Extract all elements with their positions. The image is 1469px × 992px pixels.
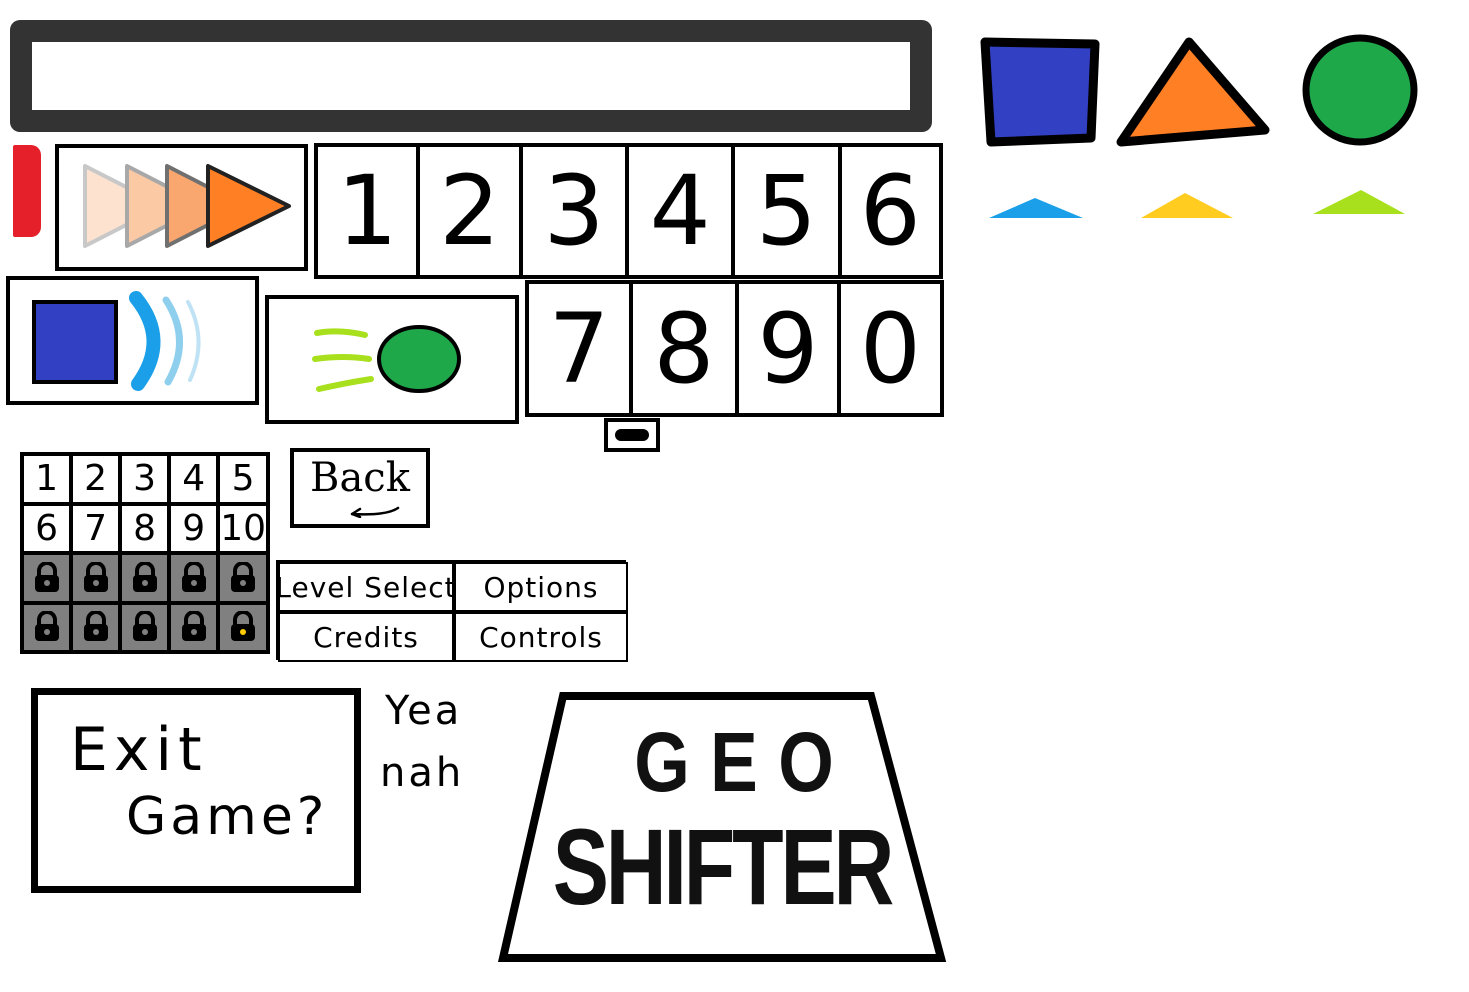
exit-dialog: Exit Game? xyxy=(31,688,361,893)
digit-row-1: 1 2 3 4 5 6 xyxy=(314,143,944,279)
minus-button[interactable] xyxy=(604,418,660,452)
digit-key-8[interactable]: 8 xyxy=(628,280,739,417)
lock-icon xyxy=(83,611,108,642)
main-menu: Level Select Options Credits Controls xyxy=(275,560,628,662)
digit-row-2: 7 8 9 0 xyxy=(525,280,944,417)
game-title-logo: GEO SHIFTER xyxy=(497,690,947,966)
level-grid: 1 2 3 4 5 6 7 8 9 10 xyxy=(20,452,270,654)
exit-dialog-line2: Game? xyxy=(126,787,329,847)
level-button-9[interactable]: 9 xyxy=(169,503,219,553)
exit-dialog-line1: Exit xyxy=(70,715,208,785)
level-button-5[interactable]: 5 xyxy=(218,454,268,504)
minus-icon xyxy=(615,429,649,441)
digit-key-2[interactable]: 2 xyxy=(416,143,523,279)
lock-icon xyxy=(181,561,206,592)
digit-key-3[interactable]: 3 xyxy=(518,143,630,279)
locked-level[interactable] xyxy=(120,553,170,603)
lock-icon xyxy=(231,561,256,592)
square-sound-button[interactable] xyxy=(6,276,259,405)
circle-motion-button[interactable] xyxy=(265,295,519,424)
level-button-4[interactable]: 4 xyxy=(169,454,219,504)
lock-icon xyxy=(83,561,108,592)
triangle-selector-arrow[interactable] xyxy=(1141,193,1233,218)
digit-key-0[interactable]: 0 xyxy=(836,280,944,417)
locked-level[interactable] xyxy=(71,553,121,603)
title-line1: GEO xyxy=(634,715,855,809)
locked-level[interactable] xyxy=(71,602,121,652)
circle-selector-arrow[interactable] xyxy=(1313,190,1405,214)
lock-icon xyxy=(34,611,59,642)
level-button-1[interactable]: 1 xyxy=(22,454,72,504)
level-button-7[interactable]: 7 xyxy=(71,503,121,553)
title-line2: SHIFTER xyxy=(552,806,895,927)
locked-level[interactable] xyxy=(22,602,72,652)
exit-yes-button[interactable]: Yea xyxy=(385,688,463,734)
locked-level[interactable] xyxy=(120,602,170,652)
options-button[interactable]: Options xyxy=(454,562,628,612)
locked-level[interactable] xyxy=(218,553,268,603)
circle-shape-icon[interactable] xyxy=(1302,34,1418,146)
lock-icon xyxy=(34,561,59,592)
level-button-8[interactable]: 8 xyxy=(120,503,170,553)
fast-forward-button[interactable] xyxy=(55,144,308,271)
level-button-3[interactable]: 3 xyxy=(120,454,170,504)
shape-selector xyxy=(980,34,1418,218)
fast-forward-icon xyxy=(83,164,291,248)
back-button[interactable]: Back xyxy=(290,448,430,528)
digit-key-7[interactable]: 7 xyxy=(525,280,633,417)
locked-level[interactable] xyxy=(22,553,72,603)
progress-bar xyxy=(10,20,932,132)
level-select-button[interactable]: Level Select xyxy=(275,562,456,612)
locked-level[interactable] xyxy=(169,553,219,603)
digit-key-5[interactable]: 5 xyxy=(731,143,842,279)
back-arrow-icon xyxy=(350,506,400,518)
back-label: Back xyxy=(310,455,410,501)
digit-key-6[interactable]: 6 xyxy=(837,143,944,279)
controls-button[interactable]: Controls xyxy=(454,612,628,662)
title-trapezoid xyxy=(497,692,947,962)
red-side-indicator xyxy=(13,145,41,237)
exit-no-button[interactable]: nah xyxy=(380,750,465,796)
lock-icon xyxy=(181,611,206,642)
triangle-shape-icon[interactable] xyxy=(1116,37,1270,147)
lock-icon xyxy=(132,611,157,642)
square-selector-arrow[interactable] xyxy=(989,198,1083,218)
square-shape-icon[interactable] xyxy=(980,37,1100,147)
level-button-2[interactable]: 2 xyxy=(71,454,121,504)
credits-button[interactable]: Credits xyxy=(278,612,454,662)
level-button-10[interactable]: 10 xyxy=(218,503,268,553)
locked-level[interactable] xyxy=(169,602,219,652)
digit-key-1[interactable]: 1 xyxy=(314,143,421,279)
square-sound-wave-icon xyxy=(32,291,201,391)
locked-level[interactable] xyxy=(218,602,268,652)
circle-motion-icon xyxy=(312,325,461,393)
level-button-6[interactable]: 6 xyxy=(22,503,72,553)
lock-icon xyxy=(231,611,256,642)
digit-key-4[interactable]: 4 xyxy=(625,143,736,279)
lock-icon xyxy=(132,561,157,592)
digit-key-9[interactable]: 9 xyxy=(734,280,841,417)
